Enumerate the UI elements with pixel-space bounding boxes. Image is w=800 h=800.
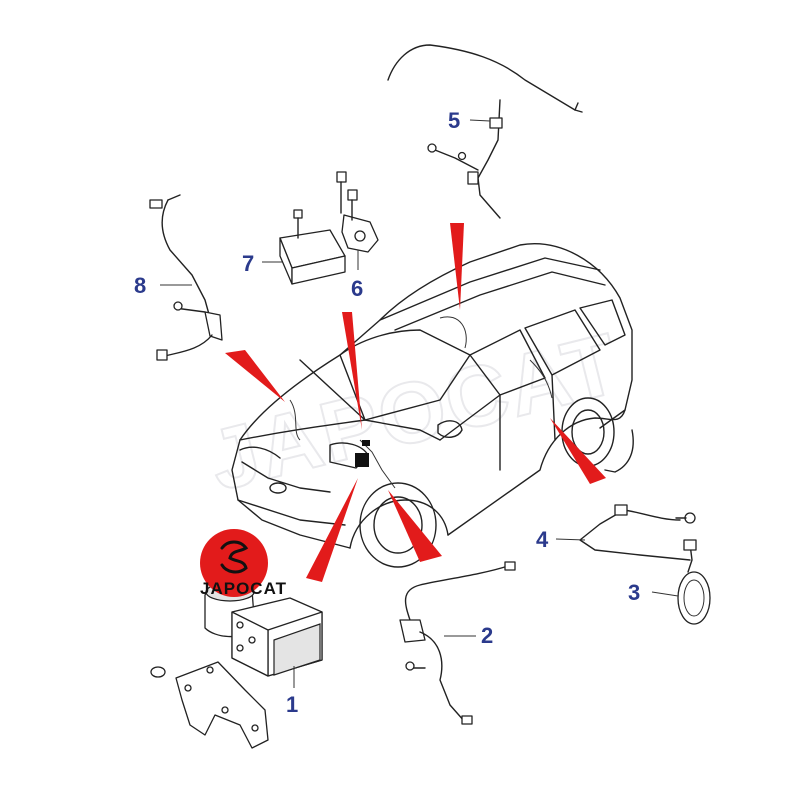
callout-5: 5 xyxy=(448,108,460,133)
callout-3: 3 xyxy=(628,580,640,605)
logo-cat-icon xyxy=(220,540,249,574)
logo-circle xyxy=(200,529,268,597)
callout-2: 2 xyxy=(481,623,493,648)
pointer-8 xyxy=(225,350,285,402)
callout-1: 1 xyxy=(286,692,298,717)
part-2-wheel-sensor-harness xyxy=(399,561,516,725)
japocat-logo: JAPOCAT xyxy=(200,529,287,598)
callout-4: 4 xyxy=(536,527,549,552)
part-3-sensor-ring xyxy=(651,539,711,625)
pointer-2 xyxy=(388,490,442,562)
callout-8: 8 xyxy=(134,273,146,298)
pointer-6-7 xyxy=(342,312,362,430)
logo-text: JAPOCAT xyxy=(200,579,287,598)
red-pointers xyxy=(225,223,606,582)
part-5-wheel-sensor-harness xyxy=(387,44,583,219)
part-4-wheel-sensor-harness xyxy=(555,429,696,561)
callout-6: 6 xyxy=(351,276,363,301)
abs-location-marker xyxy=(355,440,370,467)
pointer-4 xyxy=(550,418,606,484)
callout-7: 7 xyxy=(242,251,254,276)
pointer-5 xyxy=(450,223,464,310)
part-7-control-module xyxy=(262,209,346,285)
part-6-bracket xyxy=(336,171,379,270)
part-8-wheel-sensor-harness xyxy=(149,194,223,361)
pointer-1 xyxy=(306,478,358,582)
part-1-abs-unit xyxy=(150,582,323,749)
